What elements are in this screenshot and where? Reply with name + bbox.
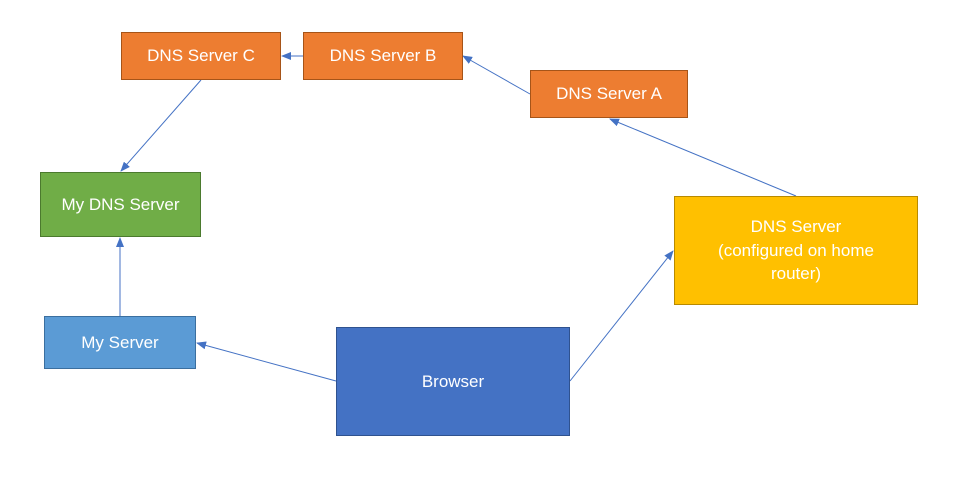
- dns-server-a-label: DNS Server A: [556, 84, 662, 104]
- my-dns-server-label: My DNS Server: [61, 194, 180, 214]
- my-server-node: My Server: [44, 316, 196, 369]
- edge-dns-c-to-my-dns: [120, 79, 202, 172]
- my-dns-server-node: My DNS Server: [40, 172, 201, 237]
- browser-label: Browser: [421, 371, 485, 391]
- home-router-dns-server-node: DNS Server (configured on home router): [674, 196, 918, 305]
- edge-browser-to-home-dns: [569, 250, 674, 382]
- edge-home-dns-to-dns-a: [609, 118, 797, 197]
- dns-server-c-label: DNS Server C: [147, 46, 255, 66]
- dns-server-c-node: DNS Server C: [121, 32, 281, 80]
- dns-server-b-label: DNS Server B: [329, 46, 437, 66]
- edge-dns-a-to-dns-b: [462, 55, 531, 95]
- edge-browser-to-my-server: [196, 341, 337, 382]
- dns-server-b-node: DNS Server B: [303, 32, 463, 80]
- browser-node: Browser: [336, 327, 570, 436]
- home-router-dns-server-label: DNS Server (configured on home router): [718, 216, 874, 284]
- my-server-label: My Server: [81, 332, 159, 352]
- dns-server-a-node: DNS Server A: [530, 70, 688, 118]
